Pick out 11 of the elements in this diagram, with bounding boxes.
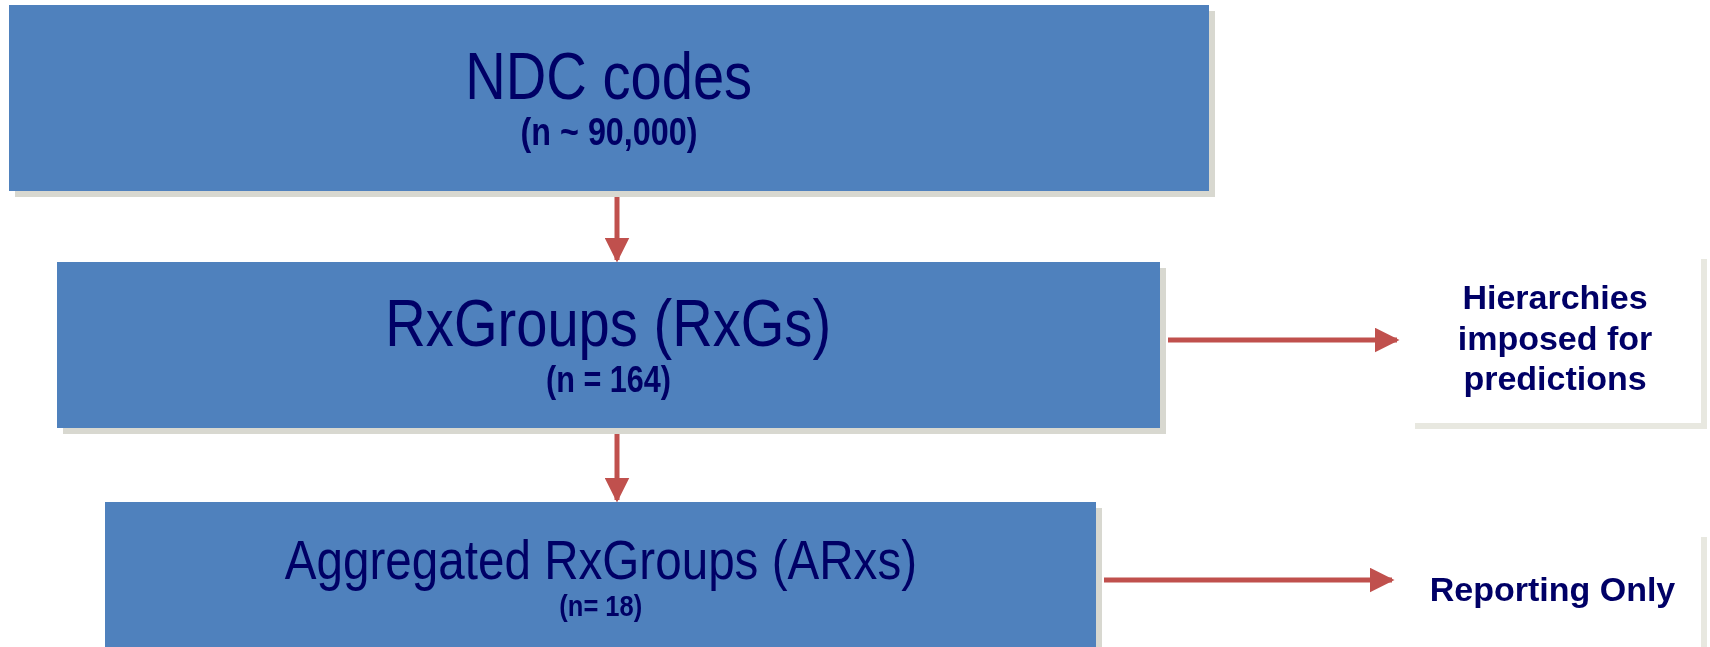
arrow (604, 434, 630, 503)
box-title: NDC codes (465, 41, 753, 112)
count-label: (n= 18) (559, 589, 642, 624)
box-title: Hierarchies imposed for predictions (1456, 276, 1654, 400)
arrow (604, 197, 630, 263)
arrow (1168, 327, 1400, 353)
box-title: RxGroups (RxGs) (385, 289, 832, 359)
count-label: (n ~ 90,000) (520, 111, 698, 155)
box-title: Aggregated RxGroups (ARxs) (284, 530, 917, 590)
box-title: Reporting Only (1429, 568, 1676, 610)
arrow (1104, 567, 1395, 593)
